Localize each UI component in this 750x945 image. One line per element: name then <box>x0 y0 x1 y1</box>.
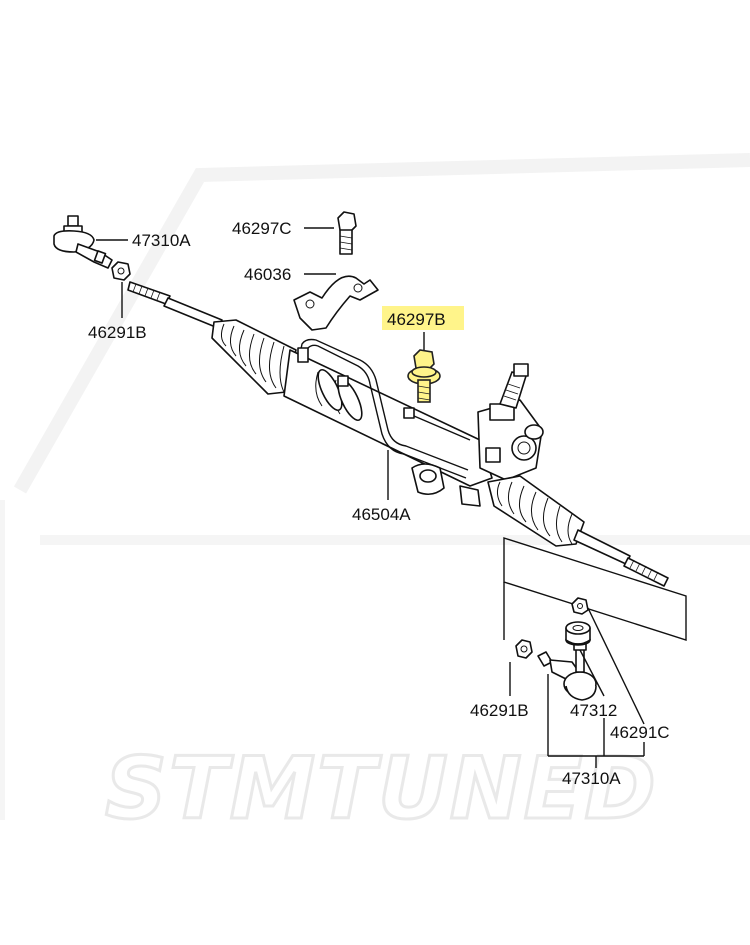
label-tie-rod-end-right: 47310A <box>562 769 621 788</box>
boot-left <box>211 319 297 395</box>
tie-rod-end-right <box>537 641 597 701</box>
highlight-label-bg <box>382 306 464 330</box>
pipe-assembly <box>297 338 471 479</box>
bolt-highlighted <box>407 349 441 403</box>
label-boot-cap: 47312 <box>570 701 617 720</box>
label-bolt-highlighted: 46297B <box>387 310 446 329</box>
label-nut-right: 46291B <box>470 701 529 720</box>
nut-right-small <box>571 597 589 615</box>
tie-rod-end-left <box>53 215 113 269</box>
watermark-swoosh <box>0 153 750 820</box>
bolt-top <box>337 211 357 255</box>
watermark-text: STMTUNED <box>105 739 658 839</box>
group-bracket-right <box>503 537 687 641</box>
label-nut-left: 46291B <box>88 323 147 342</box>
nut-right <box>515 639 533 659</box>
label-bracket: 46036 <box>244 265 291 284</box>
boot-right <box>487 475 585 547</box>
label-nut-right-small: 46291C <box>610 723 670 742</box>
pinion-housing <box>477 363 544 481</box>
label-bolt-top: 46297C <box>232 219 292 238</box>
label-pipe-assembly: 46504A <box>352 505 411 524</box>
boot-cap <box>565 621 591 646</box>
inner-tie-rod-left <box>127 281 223 329</box>
leader-nut-right-small <box>587 607 645 725</box>
rack-housing <box>283 349 493 507</box>
group-bracket-bottom <box>547 674 645 768</box>
inner-tie-rod-right <box>573 529 669 587</box>
leader-boot-cap <box>579 649 605 697</box>
label-tie-rod-end-left: 47310A <box>132 231 191 250</box>
nut-left <box>111 261 131 281</box>
bracket <box>293 275 379 331</box>
